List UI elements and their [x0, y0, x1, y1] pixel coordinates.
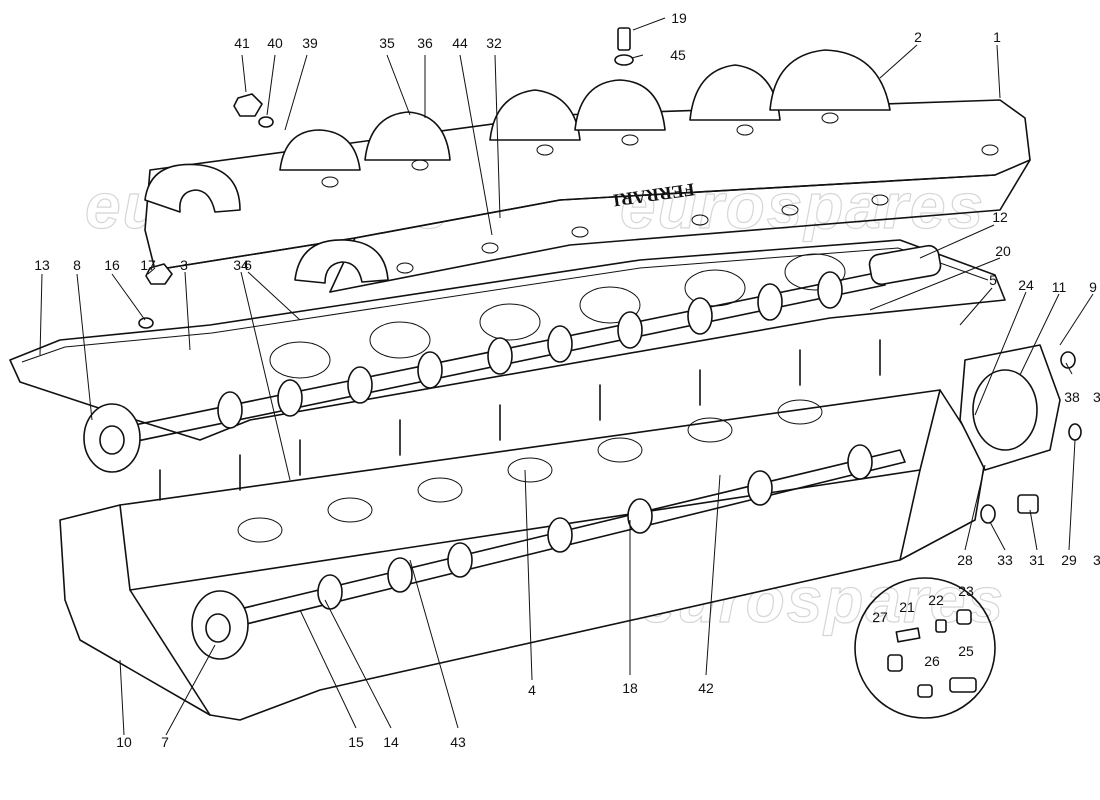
callout-11: 11	[1052, 279, 1067, 295]
head-studs	[159, 339, 881, 501]
callout-21: 21	[899, 599, 915, 615]
callout-35: 35	[379, 35, 395, 51]
callout-38: 38	[1064, 389, 1080, 405]
cover-bolt-bosses	[321, 112, 999, 274]
callout-3: 3	[180, 257, 188, 273]
seal-housing	[959, 344, 1061, 471]
callout-44: 44	[452, 35, 468, 51]
callout-5: 5	[989, 272, 997, 288]
callout-25: 25	[958, 643, 974, 659]
loose-hardware	[138, 27, 1082, 524]
callout-39: 39	[302, 35, 318, 51]
callout-3-right-lower: 3	[1093, 552, 1100, 568]
callout-labels: 1 2 3 4 5 6 7 8 9 10 11 12 13 14 15 16 1…	[34, 10, 1100, 750]
callout-40: 40	[267, 35, 283, 51]
callout-43: 43	[450, 734, 466, 750]
callout-9: 9	[1089, 279, 1097, 295]
intake-camshaft	[191, 444, 906, 660]
callout-1: 1	[993, 29, 1001, 45]
cylinder-head	[59, 339, 986, 721]
callout-2: 2	[914, 29, 922, 45]
callout-27: 27	[872, 609, 888, 625]
callout-24: 24	[1018, 277, 1034, 293]
callout-33: 33	[997, 552, 1013, 568]
cam-flange	[191, 590, 249, 660]
callout-3-right-upper: 3	[1093, 389, 1100, 405]
callout-31: 31	[1029, 552, 1045, 568]
exhaust-camshaft	[83, 244, 942, 473]
callout-18: 18	[622, 680, 638, 696]
callout-42: 42	[698, 680, 714, 696]
callout-41: 41	[234, 35, 250, 51]
leader-lines	[39, 17, 1094, 736]
callout-45: 45	[670, 47, 686, 63]
callout-6: 6	[244, 257, 252, 273]
callout-22: 22	[928, 592, 944, 608]
cam-cover: FERRARI	[144, 49, 1031, 293]
callout-8: 8	[73, 257, 81, 273]
callout-10: 10	[116, 734, 132, 750]
callout-36: 36	[417, 35, 433, 51]
callout-16: 16	[104, 257, 120, 273]
cam-flange	[83, 403, 141, 473]
callout-14: 14	[383, 734, 399, 750]
cover-towers	[279, 49, 891, 171]
detail-inset	[854, 577, 996, 719]
callout-15: 15	[348, 734, 364, 750]
callout-19: 19	[671, 10, 687, 26]
callout-7: 7	[161, 734, 169, 750]
callout-4: 4	[528, 682, 536, 698]
callout-32: 32	[486, 35, 502, 51]
cam-lobes	[217, 271, 843, 429]
callout-13: 13	[34, 257, 50, 273]
callout-28: 28	[957, 552, 973, 568]
callout-23: 23	[958, 583, 974, 599]
valve-ports	[237, 399, 823, 543]
gasket-ports	[269, 253, 846, 379]
callout-17: 17	[140, 257, 156, 273]
callout-29: 29	[1061, 552, 1077, 568]
cam-lobes	[317, 444, 873, 610]
callout-20: 20	[995, 243, 1011, 259]
callout-26: 26	[924, 653, 940, 669]
callout-34: 34	[233, 257, 249, 273]
callout-12: 12	[992, 209, 1008, 225]
